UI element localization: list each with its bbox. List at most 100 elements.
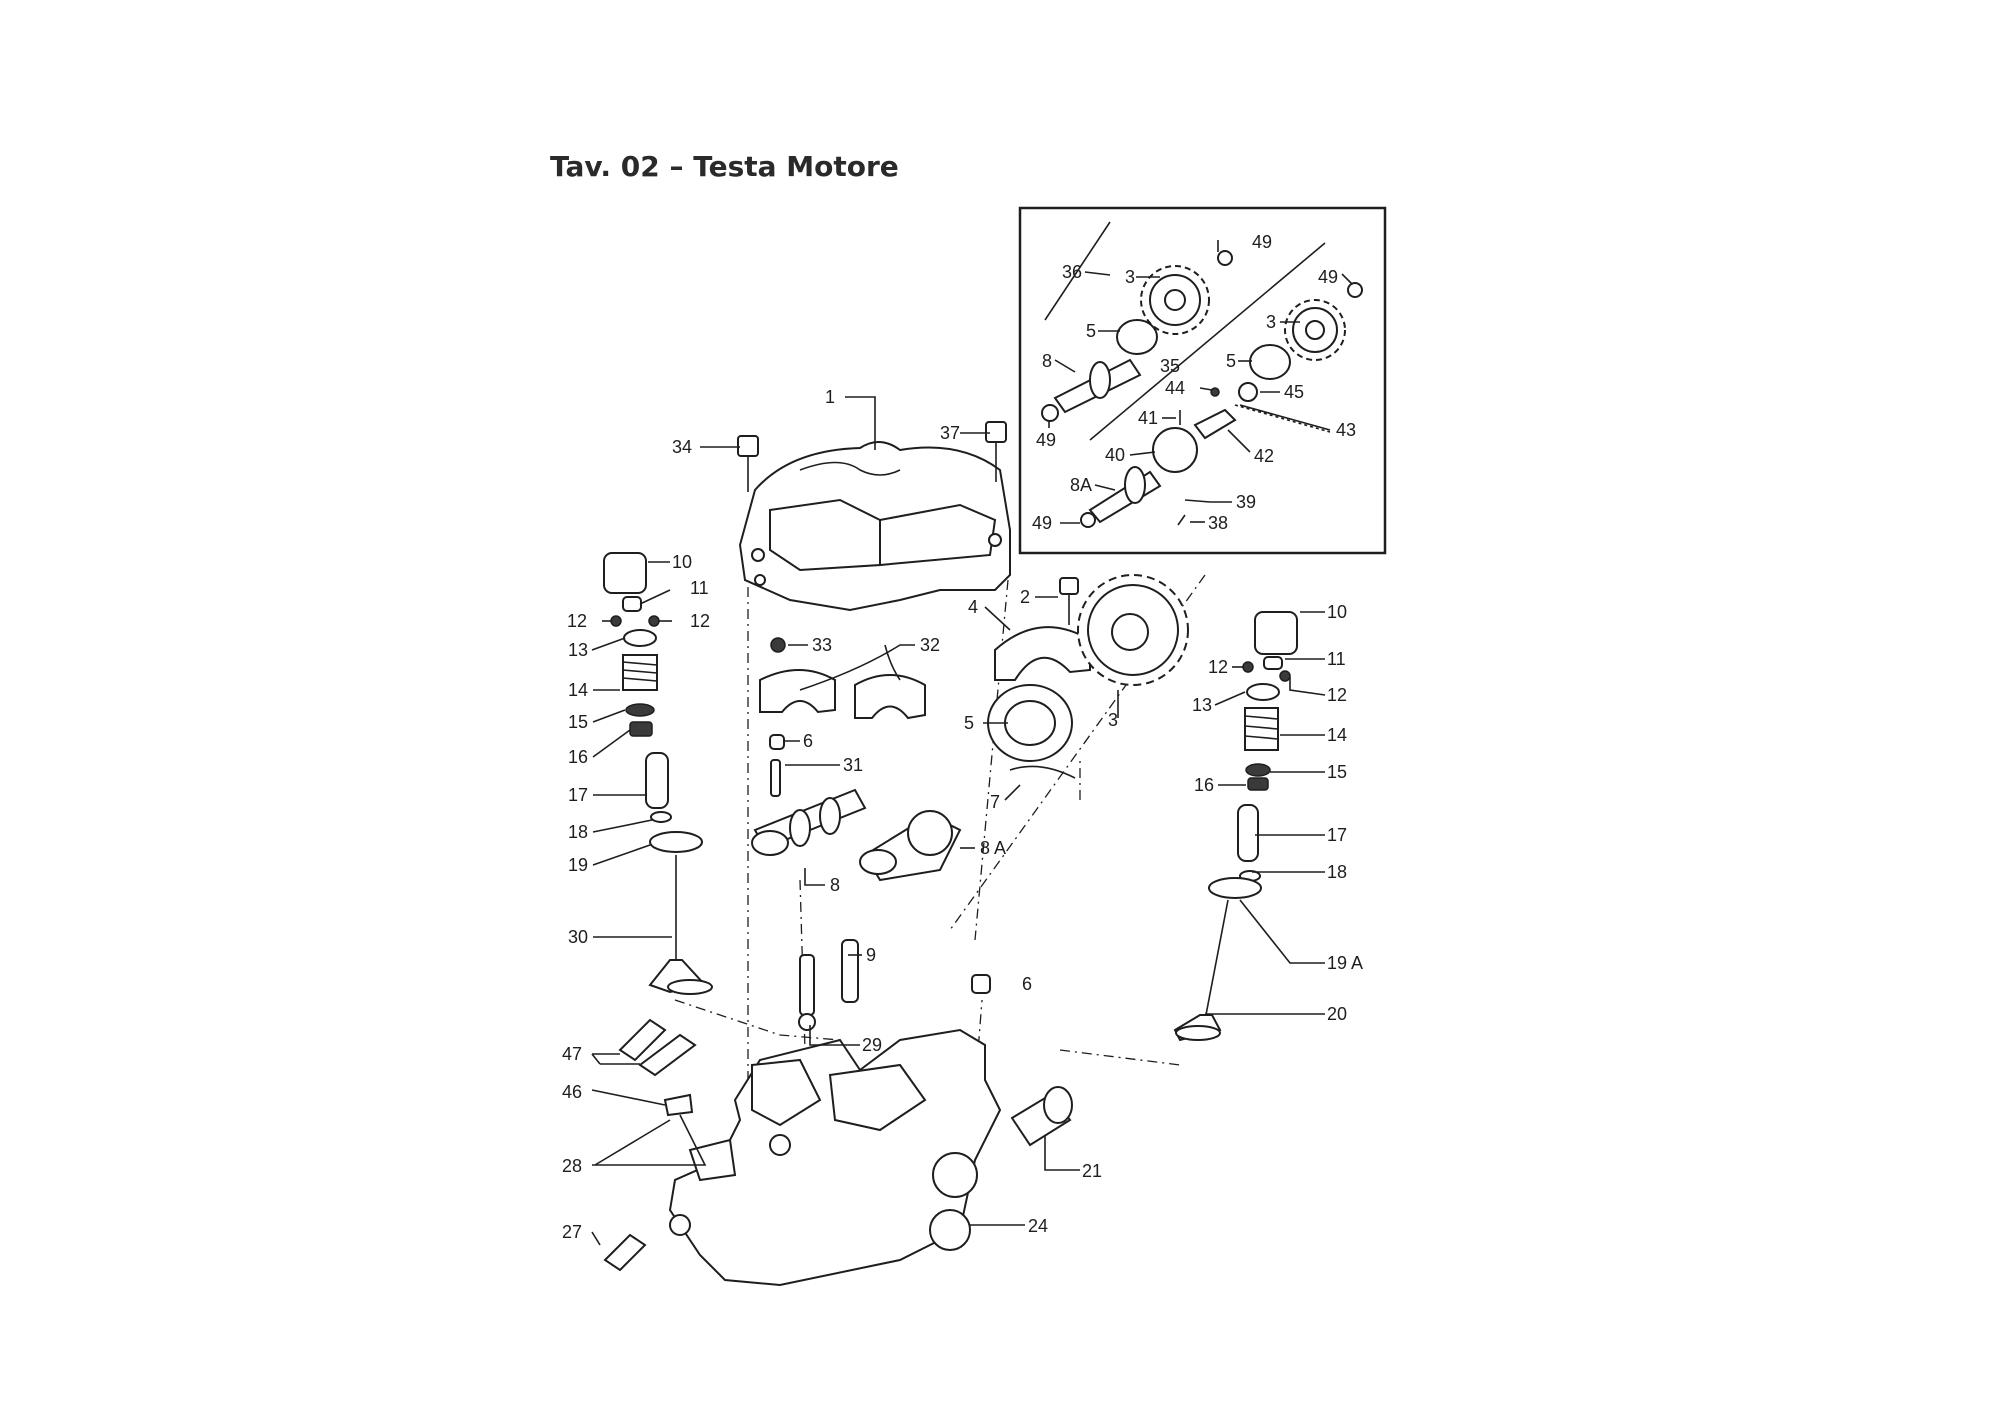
label-24: 24 [1028,1216,1048,1236]
inset-sprocket-upper [1140,265,1210,335]
label-right-12b: 12 [1327,685,1347,705]
label-4: 4 [968,597,978,617]
label-47: 47 [562,1044,582,1064]
label-left-13: 13 [568,640,588,660]
cover-bolt-34 [737,435,759,492]
inset-label-45: 45 [1284,382,1304,402]
bearing-5 [987,684,1073,762]
label-left-11: 11 [690,578,709,598]
stud-46 [663,1093,694,1117]
label-33: 33 [812,635,832,655]
label-3: 3 [1108,710,1118,730]
inset-label-49c: 49 [1036,430,1056,450]
bearing-cap-4 [994,626,1091,681]
label-46: 46 [562,1082,582,1102]
inset-bearing-upper [1116,319,1158,355]
inset-cap-49d [1080,512,1096,528]
label-right-19a: 19 A [1327,953,1363,973]
inset-label-3b: 3 [1266,312,1276,332]
bolt-27 [603,1233,647,1272]
label-32: 32 [920,635,940,655]
inset-cap-49b [1347,282,1363,298]
cover-bolt-37 [985,421,1007,482]
label-31: 31 [843,755,863,775]
inset-label-41: 41 [1138,408,1158,428]
camshaft-8a [859,810,962,882]
inset-label-43: 43 [1336,420,1356,440]
label-28: 28 [562,1156,582,1176]
label-21: 21 [1082,1161,1102,1181]
inset-sprocket-lower [1284,299,1346,361]
inset-bearing-lower [1249,344,1291,380]
label-left-14: 14 [568,680,588,700]
bush-6 [971,974,991,994]
inset-label-39: 39 [1236,492,1256,512]
inset-label-5b: 5 [1226,351,1236,371]
label-7: 7 [990,792,1000,812]
part-labels: 1 34 37 2 4 3 5 7 8 A 8 31 6 32 33 9 6 2… [562,232,1363,1242]
inset-pin-44 [1210,387,1220,397]
right-valve-assembly [1173,611,1298,1042]
inset-label-8: 8 [1042,351,1052,371]
inset-plate-40 [1152,427,1198,473]
inset-label-40: 40 [1105,445,1125,465]
inset-panel [1018,206,1387,555]
clip-7 [1009,765,1076,779]
inset-cam-lobe [1089,361,1111,399]
inset-label-49a: 49 [1252,232,1272,252]
label-6b: 6 [1022,974,1032,994]
page-title: Tav. 02 – Testa Motore [550,150,899,183]
label-left-12a: 12 [567,611,587,631]
label-left-18: 18 [568,822,588,842]
label-right-13: 13 [1192,695,1212,715]
inset-label-44: 44 [1165,378,1185,398]
label-right-18: 18 [1327,862,1347,882]
label-1: 1 [825,387,835,407]
inset-cam-lobe-a [1124,466,1146,504]
inset-label-42: 42 [1254,446,1274,466]
inset-washer-45 [1238,382,1258,402]
label-left-10: 10 [672,552,692,572]
shims-47 [618,1018,697,1077]
camshaft-8 [751,788,867,856]
label-right-11: 11 [1327,649,1346,669]
label-right-16: 16 [1194,775,1214,795]
valve-cover [738,441,1011,612]
inset-pin-39 [1184,499,1211,503]
label-right-14: 14 [1327,725,1347,745]
label-29: 29 [862,1035,882,1055]
inset-label-8a: 8A [1070,475,1092,495]
label-right-20: 20 [1327,1004,1347,1024]
label-6a: 6 [803,731,813,751]
label-2: 2 [1020,587,1030,607]
camshaft-caps [759,637,926,797]
leader-lines [591,240,1353,1246]
bolt-2 [1059,577,1079,625]
inset-label-3a: 3 [1125,267,1135,287]
label-left-15: 15 [568,712,588,732]
label-37: 37 [940,423,960,443]
label-8a: 8 A [980,838,1006,858]
label-right-17: 17 [1327,825,1347,845]
inset-pin-38 [1177,514,1186,526]
label-right-15: 15 [1327,762,1347,782]
label-right-12a: 12 [1208,657,1228,677]
inset-label-49d: 49 [1032,513,1052,533]
label-27: 27 [562,1222,582,1242]
inset-label-36: 36 [1062,262,1082,282]
label-34: 34 [672,437,692,457]
fitting-21 [1010,1086,1073,1147]
inset-label-5a: 5 [1086,321,1096,341]
inset-cap-49a [1217,250,1233,266]
inset-cap-49c [1041,404,1059,422]
label-left-12b: 12 [690,611,710,631]
label-left-17: 17 [568,785,588,805]
label-5: 5 [964,713,974,733]
cylinder-head [668,1028,1002,1287]
label-9: 9 [866,945,876,965]
inset-label-49b: 49 [1318,267,1338,287]
label-8: 8 [830,875,840,895]
label-right-10: 10 [1327,602,1347,622]
temperature-sensor [841,939,859,1003]
